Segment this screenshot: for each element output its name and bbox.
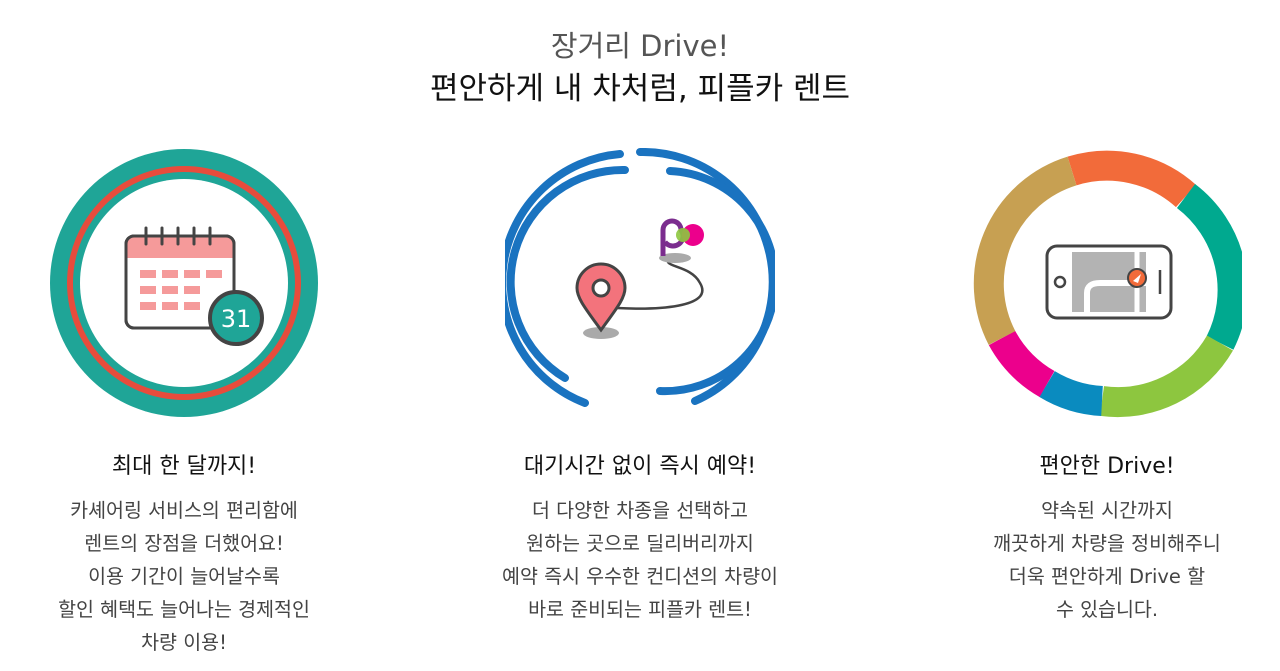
calendar-icon: 31 — [50, 149, 318, 417]
page-title: 편안하게 내 차처럼, 피플카 렌트 — [429, 71, 851, 107]
feature-monthly: 31 최대 한 달까지! 카셰어링 서비스의 편리함에 렌트의 장점을 더했어요… — [0, 148, 384, 659]
feature-title: 대기시간 없이 즉시 예약! — [523, 454, 757, 479]
page-header: 장거리 Drive! 편안하게 내 차처럼, 피플카 렌트 — [0, 26, 1280, 110]
feature-description: 약속된 시간까지 깨끗하게 차량을 정비해주니 더욱 편안하게 Drive 할 … — [993, 499, 1221, 621]
map-route-icon — [505, 148, 775, 407]
feature-description: 더 다양한 차종을 선택하고 원하는 곳으로 딜리버리까지 예약 즉시 우수한 … — [502, 499, 778, 621]
calendar-badge: 31 — [221, 305, 252, 333]
feature-comfortable-drive: 편안한 Drive! 약속된 시간까지 깨끗하게 차량을 정비해주니 더욱 편안… — [907, 148, 1280, 626]
feature-instant-booking: 대기시간 없이 즉시 예약! 더 다양한 차종을 선택하고 원하는 곳으로 딜리… — [440, 148, 840, 626]
phone-navigation-icon — [973, 150, 1242, 418]
feature-title: 최대 한 달까지! — [111, 454, 257, 479]
feature-description: 카셰어링 서비스의 편리함에 렌트의 장점을 더했어요! 이용 기간이 늘어날수… — [58, 499, 310, 654]
feature-title: 편안한 Drive! — [1039, 454, 1175, 479]
page-subtitle: 장거리 Drive! — [550, 29, 730, 63]
